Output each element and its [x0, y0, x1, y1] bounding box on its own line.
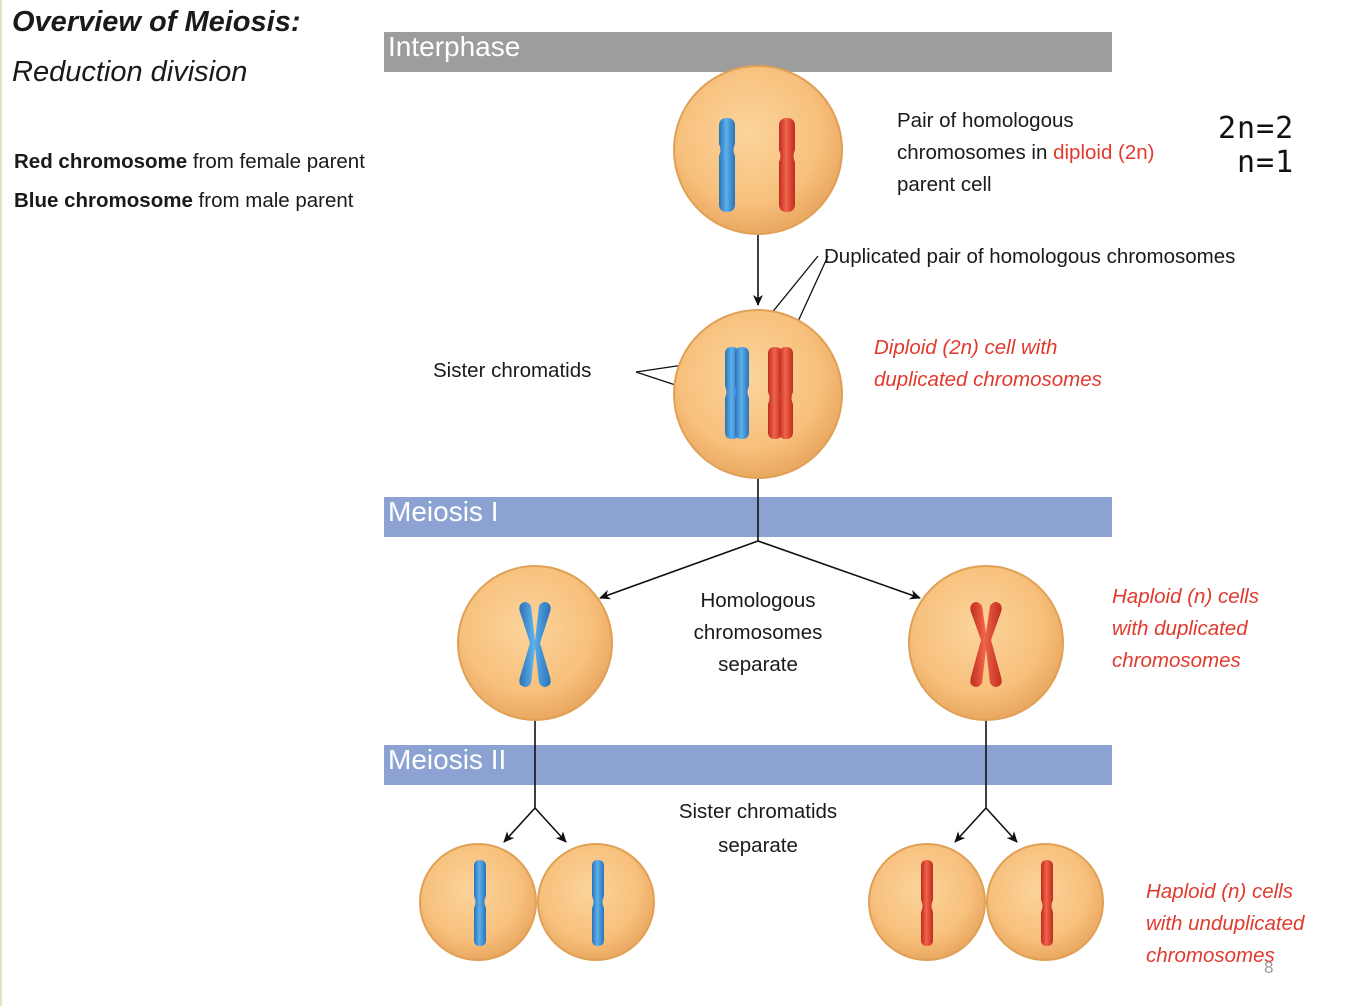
blue-chromatid-2 [735, 347, 749, 439]
daughter-cell-red-1 [868, 843, 986, 961]
interphase-label: Interphase [388, 31, 521, 62]
pair-label-diploid-text: diploid (2n) [1053, 141, 1155, 164]
red-single-chromosome-1 [921, 860, 933, 946]
haploid-duplicated-line-2: with duplicated [1112, 617, 1248, 640]
haploid-duplicated-line-3: chromosomes [1112, 649, 1241, 672]
sister-separate-line-2: separate [718, 834, 798, 857]
legend-blue-label: Blue chromosome [14, 189, 193, 212]
daughter-cell-blue-2 [537, 843, 655, 961]
arrow-to-red-daughter-2 [985, 807, 1018, 843]
red-chromosome [779, 118, 795, 212]
pair-homologous-label: Pair of homologous chromosomes in diploi… [897, 105, 1155, 201]
diploid-parent-cell [673, 65, 843, 235]
meiosis-2-label: Meiosis II [388, 744, 507, 775]
red-single-chromosome-2 [1041, 860, 1053, 946]
blue-single-chromosome-1 [474, 860, 486, 946]
handwritten-n-note: n=1 [1237, 145, 1295, 180]
haploid-duplicated-label: Haploid (n) cells with duplicated chromo… [1112, 581, 1259, 677]
daughter-cell-red-2 [986, 843, 1104, 961]
arrow-to-blue-haploid [599, 540, 759, 600]
slide-title: Overview of Meiosis: [12, 6, 301, 38]
haploid-duplicated-line-1: Haploid (n) cells [1112, 585, 1259, 608]
handwritten-2n-note: 2n=2 [1218, 111, 1295, 146]
legend-red-text: from female parent [187, 150, 365, 173]
meiosis-1-label: Meiosis I [388, 496, 499, 527]
legend-blue: Blue chromosome from male parent [14, 189, 354, 213]
homologous-separate-label: Homologous chromosomes separate [658, 585, 858, 681]
haploid-blue-cell [457, 565, 613, 721]
haploid-unduplicated-label: Haploid (n) cells with unduplicated chro… [1146, 876, 1304, 972]
daughter-cell-blue-1 [419, 843, 537, 961]
haploid-red-cell [908, 565, 1064, 721]
meiosis-1-band: Meiosis I [384, 497, 1112, 537]
slide-left-rule [0, 0, 2, 1006]
sister-chromatids-label: Sister chromatids [433, 359, 592, 382]
diploid-duplicated-cell [673, 309, 843, 479]
legend-blue-text: from male parent [192, 189, 354, 212]
slide-subtitle: Reduction division [12, 56, 248, 88]
arrow-to-red-haploid [757, 540, 921, 600]
legend-red-label: Red chromosome [14, 150, 188, 173]
arrow-to-red-daughter-1 [954, 807, 987, 843]
diploid-duplicated-line-1: Diploid (2n) cell with [874, 336, 1058, 359]
diploid-duplicated-label: Diploid (2n) cell with duplicated chromo… [874, 332, 1102, 396]
sister-separate-label: Sister chromatids separate [648, 796, 868, 862]
page-number: 8 [1264, 958, 1274, 977]
haploid-unduplicated-line-2: with unduplicated [1146, 912, 1305, 935]
homologous-separate-line-1: Homologous [700, 589, 816, 612]
homologous-separate-line-2: chromosomes [693, 621, 823, 644]
pair-label-line-3: parent cell [897, 173, 992, 196]
sister-separate-line-1: Sister chromatids [678, 800, 838, 823]
duplicated-pair-label: Duplicated pair of homologous chromosome… [824, 245, 1236, 268]
arrow-to-blue-daughter-2 [534, 807, 567, 843]
blue-chromosome [719, 118, 735, 212]
pair-label-line-2-text: chromosomes in [897, 141, 1054, 164]
red-duplicated-chromosome [970, 602, 1002, 687]
pair-label-line-2: chromosomes in diploid (2n) [897, 137, 1155, 169]
blue-single-chromosome-2 [592, 860, 604, 946]
legend-red: Red chromosome from female parent [14, 150, 365, 174]
red-chromatid-1 [768, 347, 782, 439]
interphase-band: Interphase [384, 32, 1112, 72]
meiosis-2-band: Meiosis II [384, 745, 1112, 785]
pair-label-line-1: Pair of homologous [897, 109, 1074, 132]
haploid-unduplicated-line-1: Haploid (n) cells [1146, 880, 1293, 903]
blue-duplicated-chromosome [519, 602, 551, 687]
homologous-separate-line-3: separate [718, 653, 798, 676]
diploid-duplicated-line-2: duplicated chromosomes [874, 368, 1102, 391]
haploid-unduplicated-line-3: chromosomes [1146, 944, 1275, 967]
arrow-to-blue-daughter-1 [503, 807, 536, 843]
red-chromatid-2 [779, 347, 793, 439]
